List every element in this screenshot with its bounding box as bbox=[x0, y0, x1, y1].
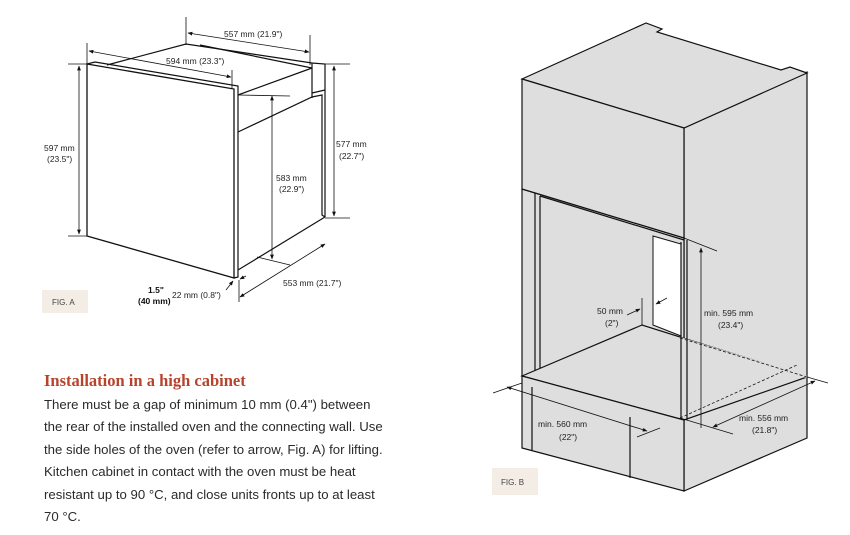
paragraph-line: There must be a gap of minimum 10 mm (0.… bbox=[44, 397, 371, 412]
dim-50-in: (2") bbox=[605, 318, 619, 328]
fig-a-label-box bbox=[42, 290, 88, 313]
fig-b-label: FIG. B bbox=[501, 478, 524, 487]
cabinet-top-face bbox=[520, 22, 809, 129]
dim-595-mm: min. 595 mm bbox=[704, 308, 753, 318]
paragraph-line: 70 °C. bbox=[44, 509, 81, 525]
dim-557: 557 mm (21.9") bbox=[224, 29, 282, 39]
dim-594: 594 mm (23.3") bbox=[166, 56, 224, 66]
section-heading: Installation in a high cabinet bbox=[44, 371, 246, 390]
dim-handle-mm: (40 mm) bbox=[138, 296, 171, 306]
dim-560-mm: min. 560 mm bbox=[538, 419, 587, 429]
dim-22: 22 mm (0.8") bbox=[172, 290, 221, 300]
paragraph-line: resistant up to 90 °C, and close units f… bbox=[44, 486, 375, 502]
dim-597-in: (23.5") bbox=[47, 154, 72, 164]
paragraph-line: the side holes of the oven (refer to arr… bbox=[44, 441, 383, 457]
fig-a-oven-diagram: FIG. A 557 mm (21.9") 594 mm (23.3") 597… bbox=[42, 17, 367, 313]
fig-a-label: FIG. A bbox=[52, 298, 75, 307]
dim-595-in: (23.4") bbox=[718, 320, 743, 330]
dim-577-mm: 577 mm bbox=[336, 139, 367, 149]
dim-583-in: (22.9") bbox=[279, 184, 304, 194]
dim-556-in: (21.8") bbox=[752, 425, 777, 435]
paragraph-line: the rear of the installed oven and the c… bbox=[44, 419, 383, 435]
dim-577-in: (22.7") bbox=[339, 151, 364, 161]
dim-50-mm: 50 mm bbox=[597, 306, 623, 316]
dim-556-mm: min. 556 mm bbox=[739, 413, 788, 423]
dim-583-mm: 583 mm bbox=[276, 173, 307, 183]
fig-b-label-box bbox=[492, 468, 538, 495]
cabinet-right-side bbox=[683, 71, 808, 492]
dim-560-in: (22") bbox=[559, 432, 577, 442]
paragraph-line: Kitchen cabinet in contact with the oven… bbox=[44, 464, 356, 480]
oven-door bbox=[86, 63, 235, 279]
dim-handle-in: 1.5" bbox=[148, 285, 164, 295]
installation-section: Installation in a high cabinet There mus… bbox=[44, 370, 404, 528]
dim-597-mm: 597 mm bbox=[44, 143, 75, 153]
dim-553: 553 mm (21.7") bbox=[283, 278, 341, 288]
fig-b-cabinet-diagram: FIG. B min. 595 mm (23.4") 50 mm (2") bbox=[492, 22, 829, 495]
